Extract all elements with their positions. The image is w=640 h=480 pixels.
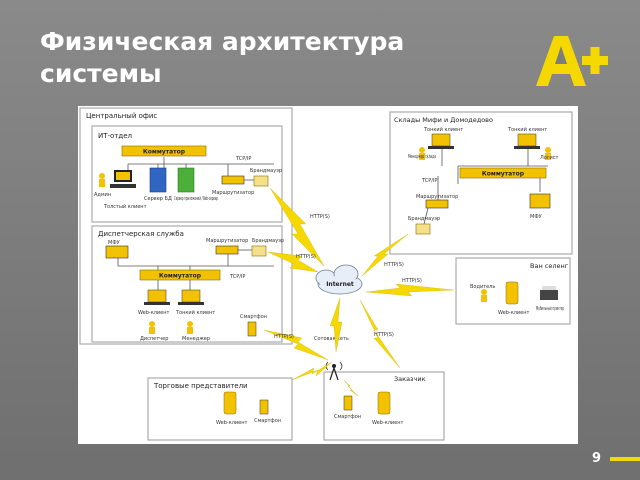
warehouse-tcpip-label: TCP/IP xyxy=(421,178,437,184)
cellular-label: Сотовая сеть xyxy=(314,336,349,342)
warehouse-switch xyxy=(459,167,547,179)
warehouse-switch-label: Коммутатор xyxy=(482,171,525,178)
dispatch-router-label: Маршрутизатор xyxy=(206,238,248,244)
link-cell-customer xyxy=(343,379,359,397)
warehouse-thin-client-2-label: Тонкий клиент xyxy=(507,126,547,133)
a-plus-logo xyxy=(536,36,608,86)
customer-web-client-label: Web-клиент xyxy=(372,420,404,426)
zone-van-selling-label: Ван селенг xyxy=(530,262,569,270)
thin-client-laptop-icon xyxy=(178,289,204,305)
network-links xyxy=(263,187,455,397)
link-internet-cell xyxy=(329,297,343,353)
zone-warehouses-label: Склады Мифи и Домодедово xyxy=(394,116,493,124)
it-firewall-label: Брандмауэр xyxy=(250,168,282,174)
van-web-client-label: Web-клиент xyxy=(498,310,530,316)
it-tcpip-label: TCP/IP xyxy=(235,156,251,162)
dispatch-tcpip-label: TCP/IP xyxy=(229,274,245,280)
warehouse-mfu-icon xyxy=(529,193,551,209)
it-firewall-icon xyxy=(253,175,269,187)
warehouse-manager-label: Менеджер склада xyxy=(408,154,436,160)
warehouse-manager-person-icon xyxy=(419,147,425,160)
http-label-2: HTTP(S) xyxy=(296,254,316,260)
thick-client-icon xyxy=(110,170,136,188)
dispatcher-person-icon xyxy=(149,321,155,334)
dispatch-smartphone-icon xyxy=(247,321,257,337)
customer-smartphone-icon xyxy=(343,395,353,411)
zone-it-dept-label: ИТ-отдел xyxy=(98,132,132,140)
logist-person-icon xyxy=(545,147,551,160)
van-device-icon xyxy=(505,281,519,305)
link-it-internet xyxy=(269,187,325,267)
manager-label: Менеджер xyxy=(182,336,210,342)
logist-label: Логист xyxy=(540,155,558,161)
warehouse-router-icon xyxy=(425,199,449,209)
sales-smartphone-label: Смартфон xyxy=(254,418,281,424)
dispatch-web-client-label: Web-клиент xyxy=(138,310,170,316)
zone-customer-label: Заказчик xyxy=(394,375,426,383)
dispatch-switch-label: Коммутатор xyxy=(159,273,202,280)
dispatch-switch xyxy=(139,269,221,281)
warehouse-thin-client-2-icon xyxy=(514,133,540,149)
link-warehouse-internet xyxy=(361,233,409,277)
zone-central-office xyxy=(79,107,293,345)
internet-label: Internet xyxy=(326,281,354,288)
dispatch-thin-client-label: Тонкий клиент xyxy=(175,309,215,316)
zone-sales-reps-label: Торговые представители xyxy=(153,382,248,390)
link-sales-cell xyxy=(291,361,333,381)
warehouse-firewall-label: Брандмауэр xyxy=(408,216,440,222)
manager-person-icon xyxy=(187,321,193,334)
architecture-diagram: Центральный офис ИТ-отдел Диспетчерская … xyxy=(78,106,578,444)
http-label-5: HTTP(S) xyxy=(274,334,294,340)
thick-client-label: Толстый клиент xyxy=(103,203,147,210)
sales-smartphone-icon xyxy=(259,399,269,415)
driver-person-icon xyxy=(481,289,487,302)
mobile-printer-label: Мобильный принтер xyxy=(536,305,564,312)
db-server-icon xyxy=(149,167,167,193)
db-server-label: Сервер БД xyxy=(144,196,172,202)
it-switch xyxy=(121,145,207,157)
mfu-icon xyxy=(105,245,129,259)
sales-web-client-label: Web-клиент xyxy=(216,420,248,426)
admin-person-icon xyxy=(99,173,105,187)
warehouse-router-label: Маршрутизатор xyxy=(416,194,458,200)
customer-device-icon xyxy=(377,391,391,415)
admin-label: Админ xyxy=(94,192,111,198)
page-number: 9 xyxy=(592,451,602,466)
zone-dispatch-label: Диспетчерская служба xyxy=(98,230,184,238)
http-label-6: HTTP(S) xyxy=(374,332,394,338)
link-dispatch-internet xyxy=(267,251,319,273)
link-van-internet xyxy=(365,283,455,297)
slide-title: Физическая архитектура системы xyxy=(40,27,405,88)
it-router-icon xyxy=(221,175,245,185)
mobile-printer-icon xyxy=(540,286,558,300)
http-label-3: HTTP(S) xyxy=(384,262,404,268)
warehouse-thin-client-1-label: Тонкий клиент xyxy=(423,126,463,133)
warehouse-thin-client-1-icon xyxy=(428,133,454,149)
internet-cloud-icon xyxy=(315,264,363,295)
http-label-4: HTTP(S) xyxy=(402,278,422,284)
sales-device-icon xyxy=(223,391,237,415)
dispatch-firewall-icon xyxy=(251,245,267,257)
warehouse-mfu-label: МФУ xyxy=(530,214,542,220)
driver-label: Водитель xyxy=(470,284,495,290)
web-client-laptop-icon xyxy=(144,289,170,305)
dispatch-firewall-label: Брандмауэр xyxy=(252,238,284,244)
it-router-label: Маршрутизатор xyxy=(212,190,254,196)
dispatcher-label: Диспетчер xyxy=(140,336,168,342)
it-switch-label: Коммутатор xyxy=(143,149,186,156)
link-dispatch-cell xyxy=(263,329,329,361)
dispatch-router-icon xyxy=(215,245,239,255)
customer-smartphone-label: Смартфон xyxy=(334,414,361,420)
warehouse-firewall-icon xyxy=(415,223,431,235)
app-server-label: Сервер приложений, Web-сервер xyxy=(174,195,218,202)
mfu-label: МФУ xyxy=(108,240,120,246)
link-internet-customer xyxy=(359,299,401,369)
dispatch-smartphone-label: Смартфон xyxy=(240,314,267,320)
app-server-icon xyxy=(177,167,195,193)
zone-central-office-label: Центральный офис xyxy=(86,112,157,120)
page-accent-bar xyxy=(610,457,640,461)
http-label-1: HTTP(S) xyxy=(310,214,330,220)
